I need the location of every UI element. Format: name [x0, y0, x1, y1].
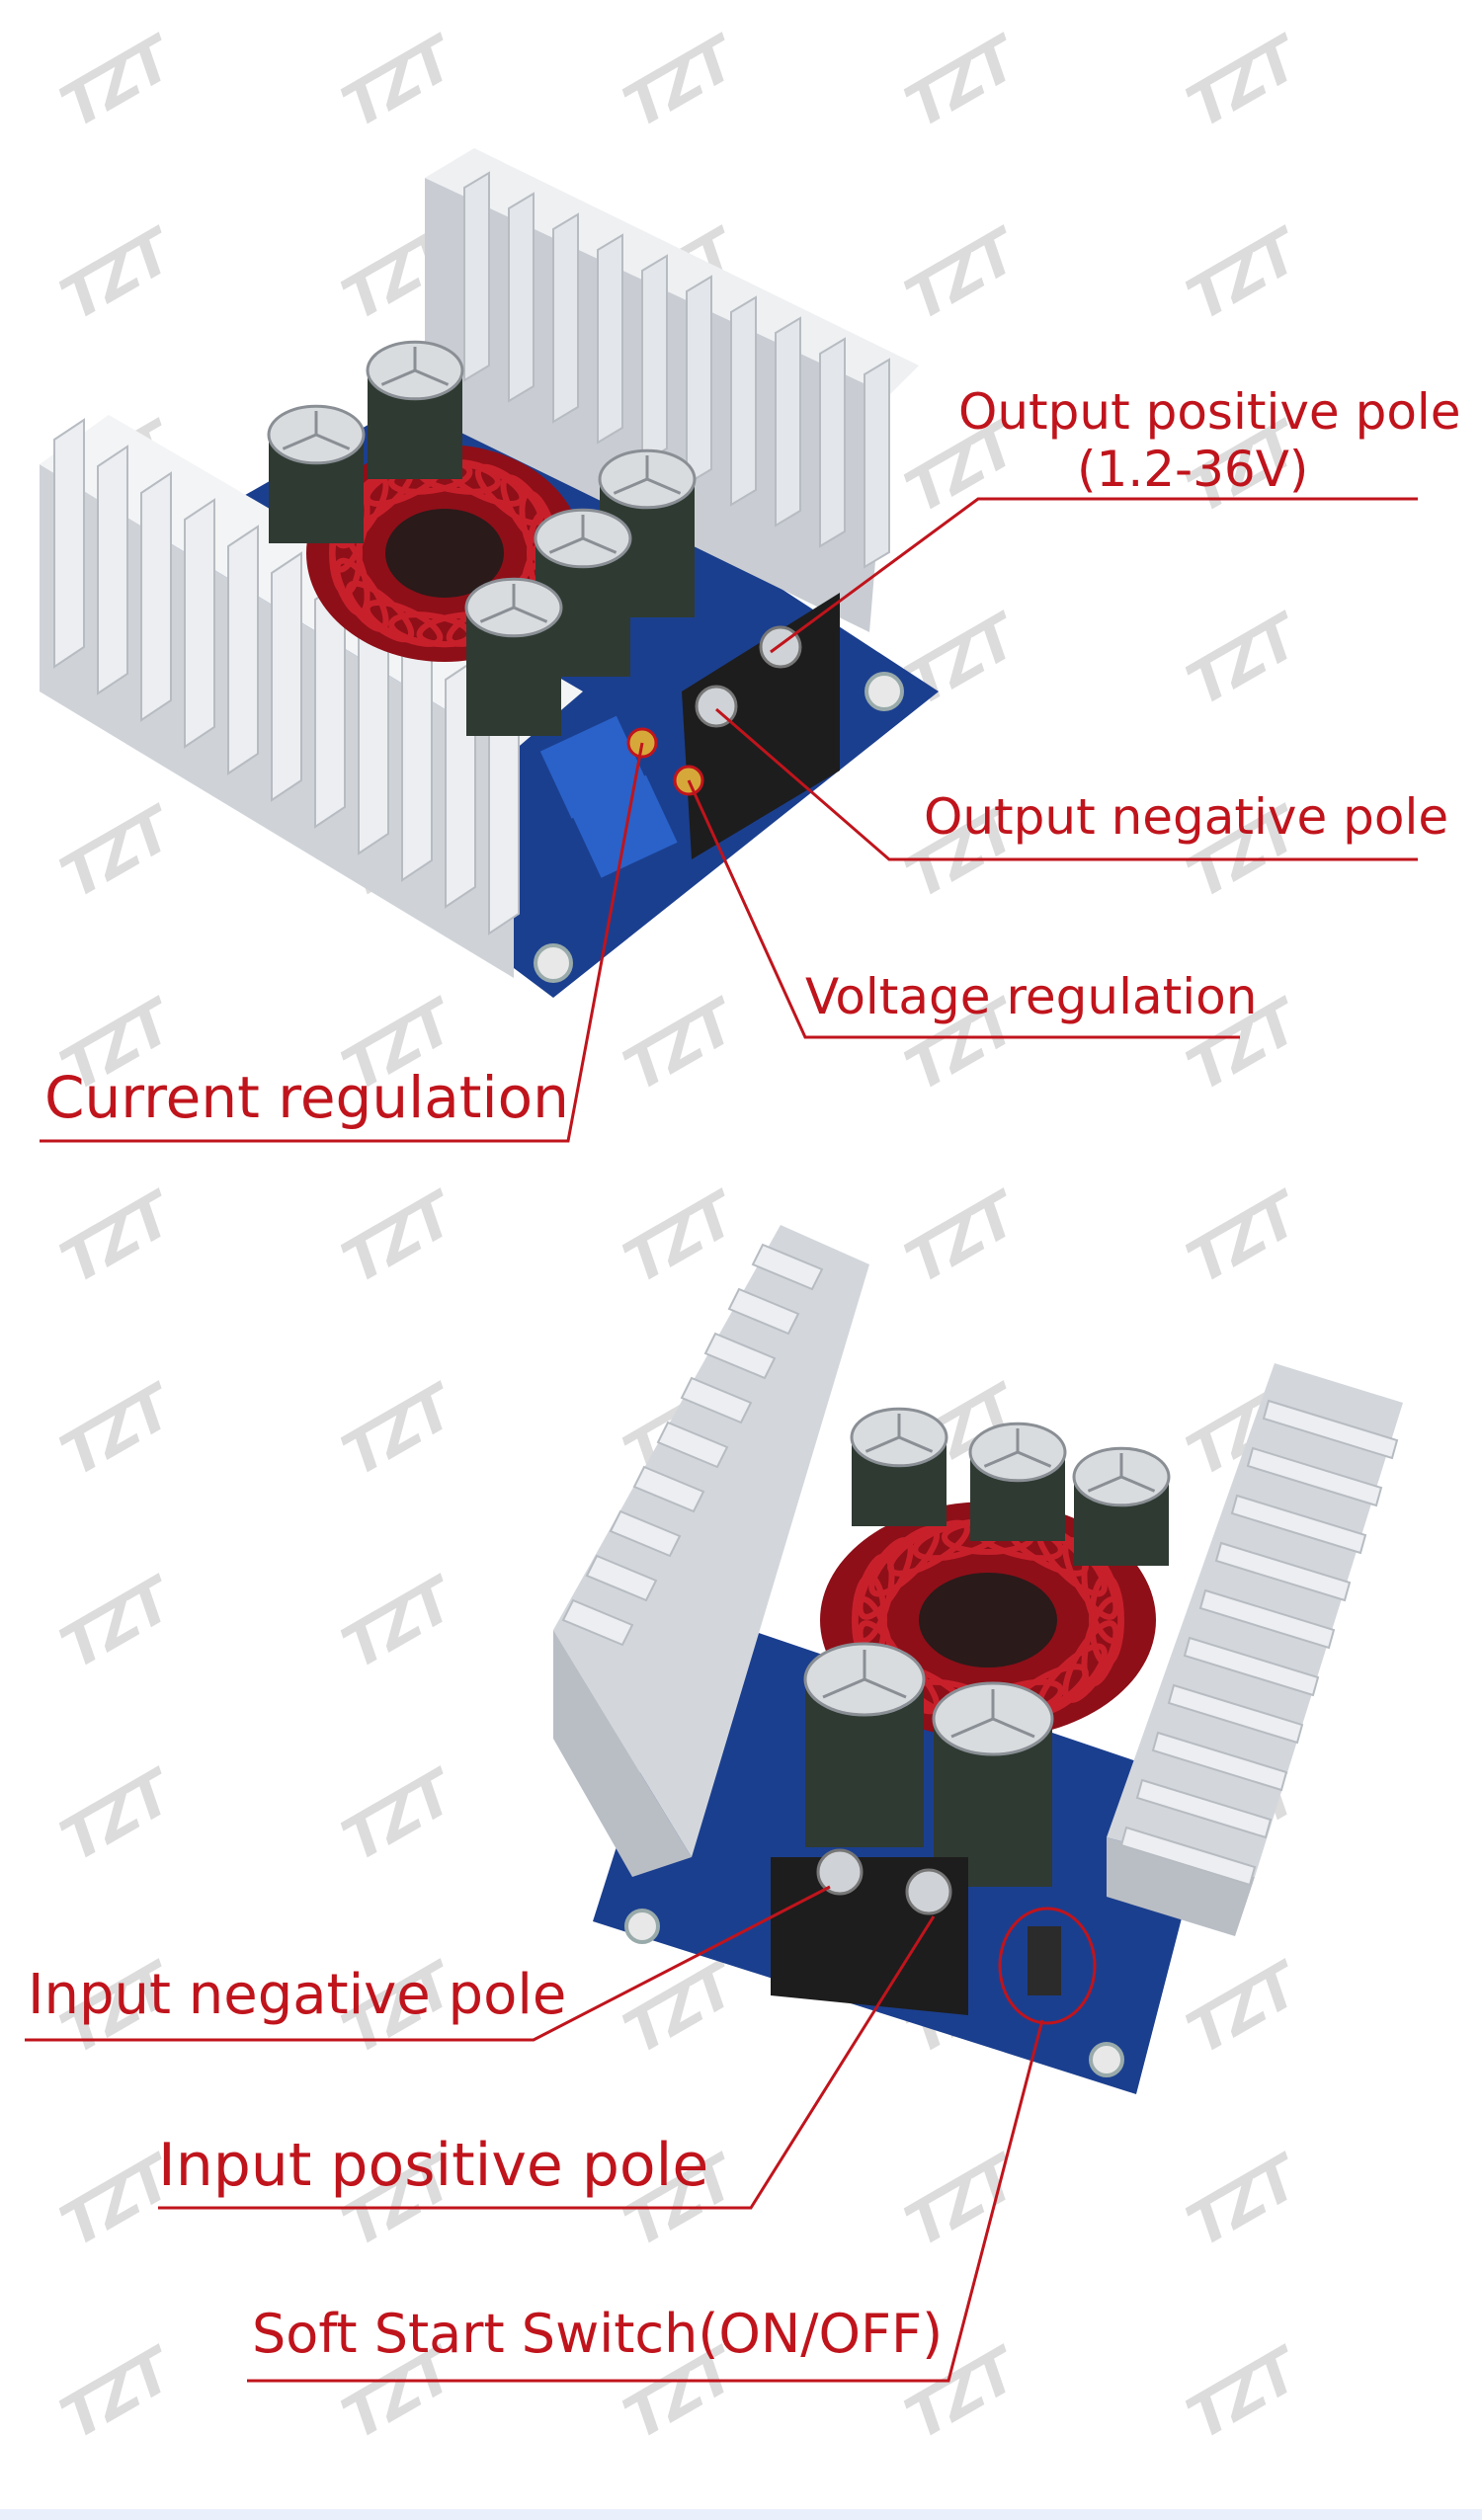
watermark-mark: TZT [1176, 2145, 1308, 2261]
watermark-mark: TZT [331, 1567, 463, 1683]
watermark-mark: TZT [1176, 2337, 1308, 2454]
top-callout-lines [40, 497, 1418, 1143]
input-negative-label: Input negative pole [28, 1963, 567, 2027]
voltage-regulation-label: Voltage regulation [805, 968, 1258, 1025]
output-negative-label: Output negative pole [924, 788, 1449, 846]
watermark-mark: TZT [49, 1567, 182, 1683]
watermark-mark: TZT [49, 1181, 182, 1298]
top-capacitors [267, 340, 697, 736]
watermark-mark: TZT [894, 2145, 1027, 2261]
watermark-mark: TZT [613, 1374, 745, 1491]
watermark-mark: TZT [613, 1567, 745, 1683]
bottom-edge-strip [0, 2509, 1482, 2520]
watermark-mark: TZT [894, 1181, 1027, 1298]
watermark-mark: TZT [894, 1952, 1027, 2069]
watermark-mark: TZT [49, 1374, 182, 1491]
watermark-mark: TZT [49, 1759, 182, 1876]
top-front-heatsink [40, 415, 583, 978]
watermark-mark: TZT [894, 1759, 1027, 1876]
watermark-mark: TZT [1176, 1374, 1308, 1491]
output-positive-range-label: (1.2-36V) [1077, 441, 1309, 498]
watermark-mark: TZT [894, 1567, 1027, 1683]
watermark-mark: TZT [1176, 1759, 1308, 1876]
watermark-mark: TZT [1176, 1567, 1308, 1683]
watermark-mark: TZT [1176, 1181, 1308, 1298]
watermark-mark: TZT [331, 1374, 463, 1491]
current-regulation-label: Current regulation [44, 1064, 569, 1131]
watermark-mark: TZT [1176, 1952, 1308, 2069]
top-back-heatsink [425, 148, 919, 632]
output-positive-label: Output positive pole [958, 383, 1461, 441]
watermark-mark: TZT [49, 2337, 182, 2454]
soft-start-label: Soft Start Switch(ON/OFF) [252, 2303, 944, 2365]
watermark-mark: TZT [613, 1952, 745, 2069]
watermark-mark: TZT [331, 1759, 463, 1876]
watermark-mark: TZT [331, 1181, 463, 1298]
top-board-illustration [40, 148, 1418, 1143]
input-positive-label: Input positive pole [158, 2131, 709, 2200]
watermark-mark: TZT [613, 1181, 745, 1298]
watermark-mark: TZT [613, 1759, 745, 1876]
watermark-mark: TZT [894, 1374, 1027, 1491]
